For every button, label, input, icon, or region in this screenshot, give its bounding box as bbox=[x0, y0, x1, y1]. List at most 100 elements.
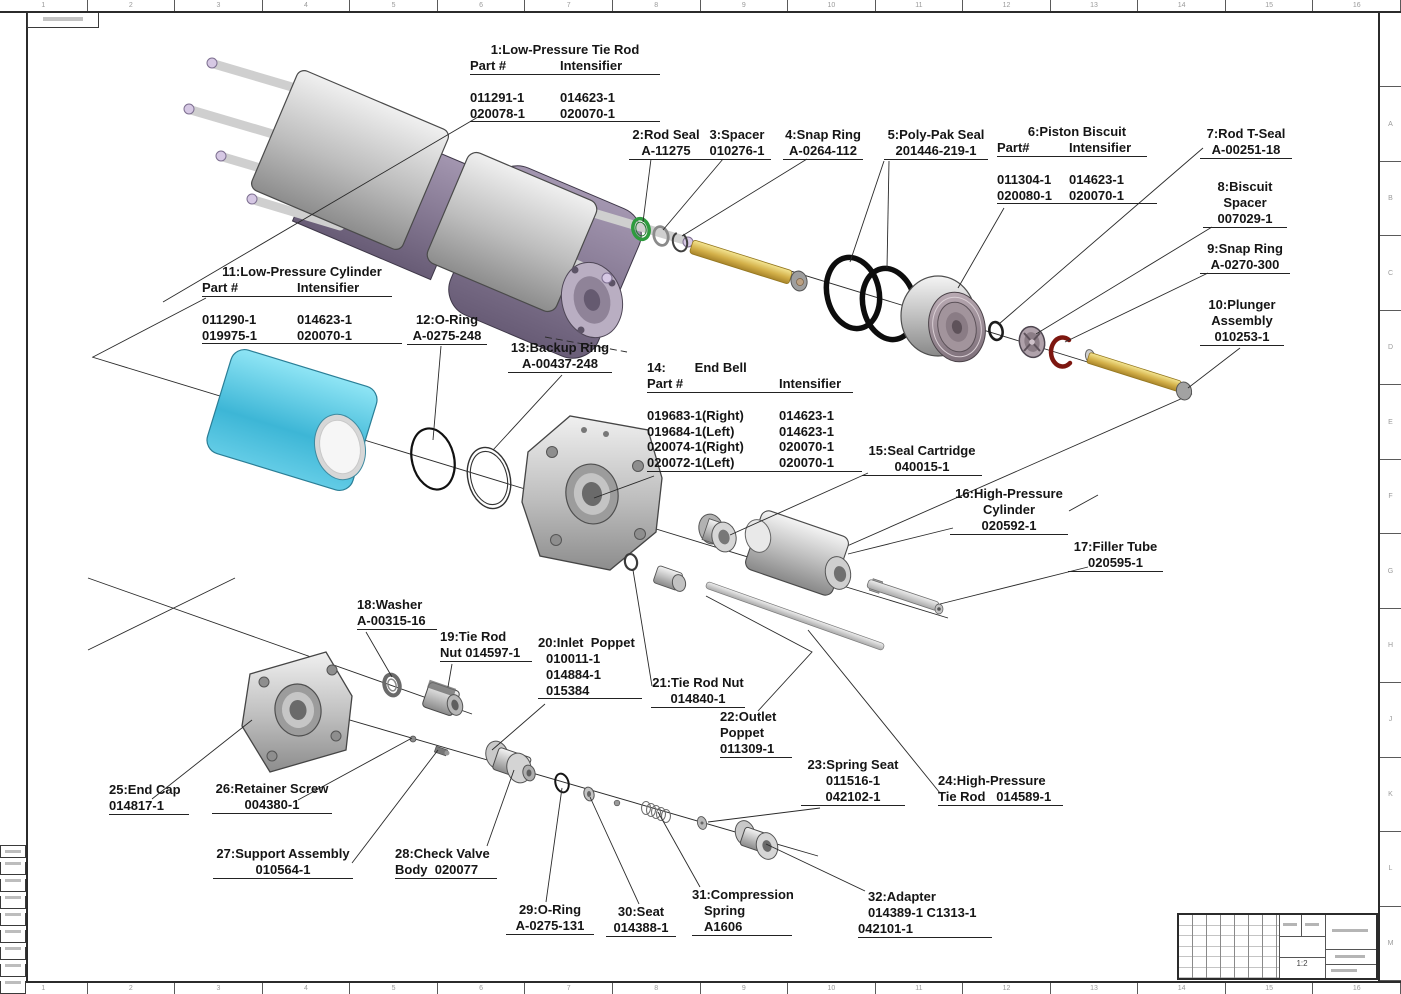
low-pressure-tie-rod-assembly bbox=[183, 57, 694, 359]
zone-label: 7 bbox=[525, 983, 613, 994]
rod-t-seal-part bbox=[988, 320, 1004, 342]
label-16-high-pressure-cylinder: 16:High-Pressure Cylinder 020592-1 bbox=[950, 486, 1068, 535]
illegible-text-bar bbox=[1305, 923, 1319, 926]
mini-table-row bbox=[0, 964, 26, 977]
part-number: 020072-1(Left) bbox=[647, 455, 735, 471]
part-number: 010011-1 bbox=[546, 650, 601, 666]
zone-label: B bbox=[1380, 162, 1401, 237]
mini-table-row bbox=[0, 947, 26, 960]
label-title: 31:Compression bbox=[692, 887, 794, 902]
zone-label: 6 bbox=[438, 983, 526, 994]
part-number: 011290-1 bbox=[202, 311, 257, 327]
mini-table-row bbox=[0, 913, 26, 926]
label-28-check-valve-body: 28:Check Valve Body 020077 bbox=[395, 846, 497, 879]
zone-label: 14 bbox=[1138, 983, 1226, 994]
label-32-adapter: 32:Adapter 014389-1 C1313-1 042101-1 bbox=[858, 889, 992, 938]
zone-label: 2 bbox=[88, 983, 176, 994]
part-number: A-0264-112 bbox=[783, 143, 863, 160]
label-15-seal-cartridge: 15:Seal Cartridge 040015-1 bbox=[862, 443, 982, 476]
illegible-text-bar bbox=[1335, 955, 1365, 958]
mini-table-row bbox=[0, 896, 26, 909]
part-number: 014623-1 bbox=[779, 407, 834, 423]
filler-tube-part bbox=[866, 578, 944, 615]
part-number: 020070-1 bbox=[779, 455, 834, 471]
label-19-tie-rod-nut: 19:Tie Rod Nut 014597-1 bbox=[440, 629, 532, 662]
part-number: 020592-1 bbox=[950, 518, 1068, 535]
compression-spring-part bbox=[640, 800, 672, 824]
label-24-high-pressure-tie-rod: 24:High-Pressure Tie Rod 014589-1 bbox=[938, 773, 1063, 806]
zone-label: 8 bbox=[613, 983, 701, 994]
part-number: Body 020077 bbox=[395, 862, 497, 879]
label-title: 21:Tie Rod Nut bbox=[652, 675, 744, 690]
zone-label: 14 bbox=[1138, 0, 1226, 11]
part-number: 042101-1 bbox=[858, 921, 992, 938]
label-title: 16:High-Pressure bbox=[955, 486, 1063, 501]
zone-label: 10 bbox=[788, 0, 876, 11]
label-7-rod-t-seal: 7:Rod T-Seal A-00251-18 bbox=[1200, 126, 1292, 159]
label-22-outlet-poppet: 22:Outlet Poppet 011309-1 bbox=[720, 709, 792, 758]
label-title: 7:Rod T-Seal bbox=[1206, 126, 1286, 141]
zone-label: 7 bbox=[525, 0, 613, 11]
part-number: 011291-1 bbox=[470, 89, 525, 105]
label-30-seat: 30:Seat 014388-1 bbox=[606, 904, 676, 937]
zone-label: A bbox=[1380, 87, 1401, 162]
zone-label: H bbox=[1380, 609, 1401, 684]
part-number: 014623-1 bbox=[297, 311, 352, 327]
part-number: 020070-1 bbox=[560, 105, 615, 121]
zone-label: J bbox=[1380, 683, 1401, 758]
plunger-assembly-part bbox=[1084, 349, 1193, 401]
part-number: 020070-1 bbox=[297, 327, 352, 343]
o-ring-248-part bbox=[410, 427, 456, 491]
zone-label: 1 bbox=[0, 983, 88, 994]
illegible-text-bar bbox=[1331, 969, 1357, 972]
part-number: 014884-1 bbox=[546, 666, 601, 682]
label-title: 30:Seat bbox=[617, 904, 665, 919]
label-title: Cylinder bbox=[982, 501, 1035, 517]
label-title: Spring bbox=[704, 902, 746, 918]
label-12-o-ring: 12:O-Ring A-0275-248 bbox=[407, 312, 487, 345]
label-title: 17:Filler Tube bbox=[1073, 539, 1158, 554]
title-block-name-cell bbox=[1325, 915, 1376, 978]
part-number: A-00437-248 bbox=[508, 356, 612, 373]
part-number: 020074-1(Right) bbox=[647, 439, 744, 455]
label-20-inlet-poppet: 20:Inlet Poppet 010011-1 014884-1 015384 bbox=[538, 635, 642, 700]
label-title: Poppet bbox=[720, 724, 765, 740]
label-title: 2:Rod Seal bbox=[632, 127, 700, 142]
label-14-end-bell: 14: End Bell Part #Intensifier 019683-1(… bbox=[647, 360, 862, 473]
part-number: 020595-1 bbox=[1068, 555, 1163, 572]
part-number: A-0275-248 bbox=[407, 328, 487, 345]
zone-label: 2 bbox=[88, 0, 176, 11]
label-6-piston-biscuit: 6:Piston Biscuit Part#Intensifier 011304… bbox=[997, 124, 1157, 205]
zone-label: G bbox=[1380, 534, 1401, 609]
label-title: 26:Retainer Screw bbox=[215, 781, 329, 796]
zone-label bbox=[1380, 13, 1401, 88]
label-title: 4:Snap Ring bbox=[785, 127, 861, 142]
part-number: 014623-1 bbox=[560, 89, 615, 105]
part-number: 011304-1 bbox=[997, 171, 1052, 187]
label-title: 8:Biscuit bbox=[1217, 179, 1273, 194]
part-number: 020078-1 bbox=[470, 105, 525, 121]
check-valve-body-part bbox=[485, 740, 536, 784]
zone-label: F bbox=[1380, 460, 1401, 535]
title-block: 1:2 bbox=[1177, 913, 1378, 980]
frame-left-border bbox=[26, 13, 28, 981]
title-block-middle bbox=[1279, 915, 1326, 978]
rod-seal-part bbox=[631, 216, 651, 242]
col-header: Part # bbox=[470, 58, 560, 75]
zone-label: 5 bbox=[350, 0, 438, 11]
label-title: 19:Tie Rod bbox=[440, 629, 507, 644]
high-pressure-cylinder-part bbox=[744, 510, 852, 596]
retainer-screw-part bbox=[409, 735, 450, 757]
zone-label: 9 bbox=[701, 0, 789, 11]
part-number: 014388-1 bbox=[606, 920, 676, 937]
biscuit-spacer-part bbox=[1018, 325, 1046, 359]
col-header: Part# bbox=[997, 140, 1069, 157]
zone-label: 5 bbox=[350, 983, 438, 994]
small-ring-part bbox=[623, 552, 639, 572]
label-2-rod-seal: 2:Rod Seal A-11275 bbox=[629, 127, 703, 160]
col-header: Intensifier bbox=[297, 280, 392, 297]
zone-label: K bbox=[1380, 758, 1401, 833]
zone-label: 8 bbox=[613, 0, 701, 11]
label-title: Spacer bbox=[1223, 194, 1267, 210]
